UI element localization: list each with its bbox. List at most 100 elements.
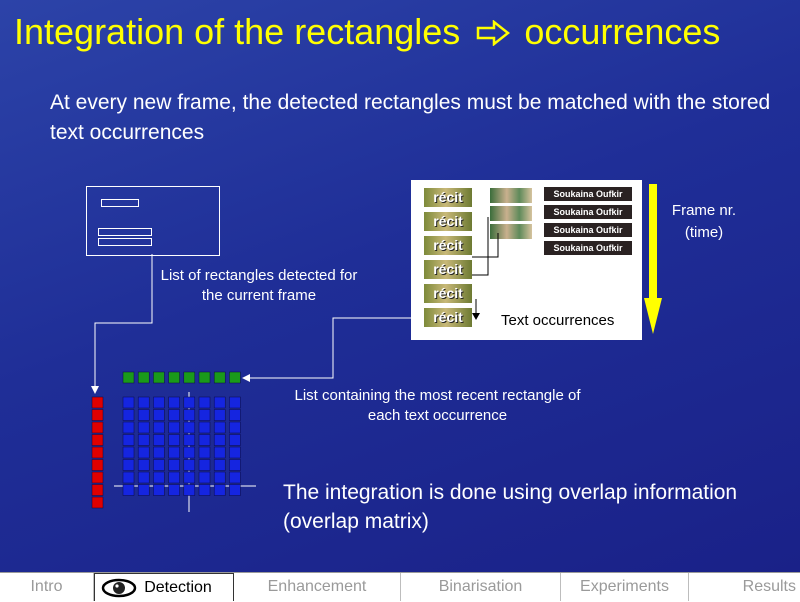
- overlap-matrix-cell: [137, 446, 150, 459]
- overlap-matrix-cell: [229, 446, 241, 459]
- detected-rectangle: [98, 228, 152, 236]
- overlap-matrix-cell: [229, 484, 241, 496]
- overlap-matrix-cell: [137, 396, 150, 409]
- overlap-matrix-cell: [229, 396, 241, 409]
- overlap-matrix-cell: [168, 396, 180, 409]
- overlap-matrix-cell: [153, 396, 165, 409]
- tab-detection[interactable]: Detection: [94, 573, 234, 601]
- rectangle-cell: [91, 459, 104, 471]
- occurrence-cell: [137, 371, 150, 384]
- occurrence-cell: [213, 371, 226, 384]
- overlap-matrix-cell: [137, 459, 150, 471]
- overlap-matrix-cell: [183, 459, 196, 471]
- rectangle-cell: [91, 409, 104, 421]
- overlap-matrix-cell: [122, 396, 135, 409]
- tab-experiments[interactable]: Experiments: [561, 573, 689, 601]
- overlap-matrix-cell: [122, 446, 135, 459]
- overlap-matrix-cell: [198, 409, 211, 421]
- overlap-matrix-cell: [137, 409, 150, 421]
- overlap-matrix-cell: [213, 421, 226, 434]
- overlap-matrix-cell: [183, 484, 196, 496]
- recit-thumbnail: récit: [424, 308, 472, 327]
- face-thumbnail: [490, 206, 532, 221]
- tab-binarisation[interactable]: Binarisation: [401, 573, 561, 601]
- rectangle-cell: [91, 434, 104, 446]
- overlap-matrix-cell: [198, 434, 211, 446]
- overlap-matrix-cell: [229, 434, 241, 446]
- text-occurrences-panel: récit récit récit récit récit récit Souk…: [411, 180, 642, 340]
- overlap-matrix-cell: [137, 484, 150, 496]
- navigation-bar: Intro Detection Enhancement Binarisation…: [0, 572, 800, 601]
- overlap-matrix-cell: [153, 409, 165, 421]
- time-arrow-icon: [644, 184, 662, 334]
- overlap-matrix-cell: [213, 446, 226, 459]
- occurrence-connector: [472, 217, 499, 320]
- overlap-matrix-cell: [137, 421, 150, 434]
- overlap-matrix-cell: [198, 446, 211, 459]
- overlap-matrix-cell: [198, 471, 211, 484]
- name-thumbnail: Soukaina Oufkir: [544, 223, 632, 237]
- rectangle-cell: [91, 471, 104, 484]
- slide-title: Integration of the rectangles occurrence…: [14, 8, 794, 56]
- overlap-matrix-cell: [153, 471, 165, 484]
- title-text-start: Integration of the rectangles: [14, 11, 461, 52]
- rectangle-cell: [91, 496, 104, 509]
- recent-rectangle-label: List containing the most recent rectangl…: [294, 387, 581, 424]
- face-thumbnail: [490, 224, 532, 239]
- overlap-matrix-cell: [153, 421, 165, 434]
- overlap-matrix-cell: [183, 421, 196, 434]
- tab-enhancement[interactable]: Enhancement: [234, 573, 401, 601]
- overlap-matrix-cell: [213, 484, 226, 496]
- overlap-matrix-cell: [168, 409, 180, 421]
- detected-rectangle: [98, 238, 152, 246]
- tab-detection-label: Detection: [144, 579, 212, 596]
- overlap-matrix: [91, 371, 241, 509]
- tab-results[interactable]: Results: [742, 578, 796, 595]
- face-thumbnail: [490, 188, 532, 203]
- eye-icon: [101, 578, 137, 598]
- overlap-matrix-cell: [168, 484, 180, 496]
- overlap-matrix-cell: [229, 421, 241, 434]
- recit-thumbnail: récit: [424, 212, 472, 231]
- overlap-matrix-cell: [183, 396, 196, 409]
- overlap-matrix-cell: [153, 459, 165, 471]
- occurrence-cell: [198, 371, 211, 384]
- recit-thumbnail: récit: [424, 236, 472, 255]
- recit-thumbnail: récit: [424, 260, 472, 279]
- overlap-matrix-cell: [198, 396, 211, 409]
- bottom-note: The integration is done using overlap in…: [283, 481, 738, 533]
- overlap-matrix-cell: [137, 471, 150, 484]
- overlap-matrix-cell: [213, 459, 226, 471]
- frame-number-label: Frame nr. (time): [671, 202, 737, 241]
- overlap-matrix-cell: [183, 446, 196, 459]
- name-thumbnail: Soukaina Oufkir: [544, 187, 632, 201]
- overlap-matrix-cell: [183, 434, 196, 446]
- rectangle-cell: [91, 446, 104, 459]
- overlap-matrix-cell: [122, 409, 135, 421]
- occurrence-cell: [183, 371, 196, 384]
- overlap-matrix-cell: [122, 471, 135, 484]
- overlap-matrix-cell: [198, 421, 211, 434]
- overlap-matrix-cell: [198, 484, 211, 496]
- recit-thumbnail: récit: [424, 284, 472, 303]
- overlap-matrix-cell: [153, 484, 165, 496]
- overlap-matrix-cell: [229, 471, 241, 484]
- title-text-end: occurrences: [524, 11, 721, 52]
- overlap-matrix-cell: [213, 471, 226, 484]
- tab-intro[interactable]: Intro: [0, 573, 94, 601]
- overlap-matrix-cell: [153, 446, 165, 459]
- recit-thumbnail: récit: [424, 188, 472, 207]
- overlap-matrix-cell: [122, 459, 135, 471]
- name-thumbnail: Soukaina Oufkir: [544, 205, 632, 219]
- occurrence-cell: [153, 371, 165, 384]
- occurrence-cell: [229, 371, 241, 384]
- overlap-matrix-cell: [213, 434, 226, 446]
- rectangle-cell: [91, 421, 104, 434]
- overlap-matrix-cell: [168, 446, 180, 459]
- rectangle-cell: [91, 396, 104, 409]
- overlap-matrix-cell: [213, 409, 226, 421]
- overlap-matrix-cell: [229, 459, 241, 471]
- occurrence-cell: [168, 371, 180, 384]
- text-occurrences-label: Text occurrences: [501, 312, 615, 329]
- overlap-matrix-cell: [168, 459, 180, 471]
